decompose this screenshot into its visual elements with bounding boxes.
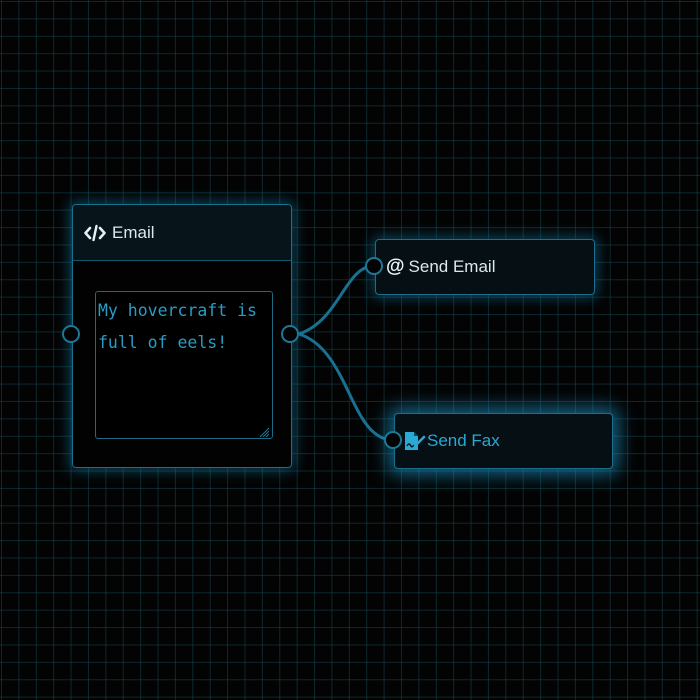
email-node-title: Email xyxy=(112,222,155,242)
email-node-header[interactable]: Email xyxy=(73,205,291,261)
send-email-input-port[interactable] xyxy=(365,257,383,275)
wire-email-to-send-email[interactable] xyxy=(298,264,375,336)
send-fax-node[interactable]: Send Fax xyxy=(394,413,613,469)
email-output-port[interactable] xyxy=(281,325,299,343)
send-email-node-title: Send Email xyxy=(408,257,496,276)
send-fax-node-title: Send Fax xyxy=(427,431,500,450)
at-sign-icon: @ xyxy=(386,256,405,277)
resize-grip-icon[interactable] xyxy=(259,427,269,437)
email-input-port[interactable] xyxy=(62,325,80,343)
file-signature-icon xyxy=(404,431,426,451)
email-message-textarea[interactable]: My hovercraft is full of eels! xyxy=(95,291,273,439)
send-email-node[interactable]: @ Send Email xyxy=(375,239,595,295)
email-node[interactable]: Email My hovercraft is full of eels! xyxy=(72,204,292,468)
wire-email-to-send-fax[interactable] xyxy=(298,332,394,442)
send-fax-input-port[interactable] xyxy=(384,431,402,449)
code-icon xyxy=(84,224,106,242)
